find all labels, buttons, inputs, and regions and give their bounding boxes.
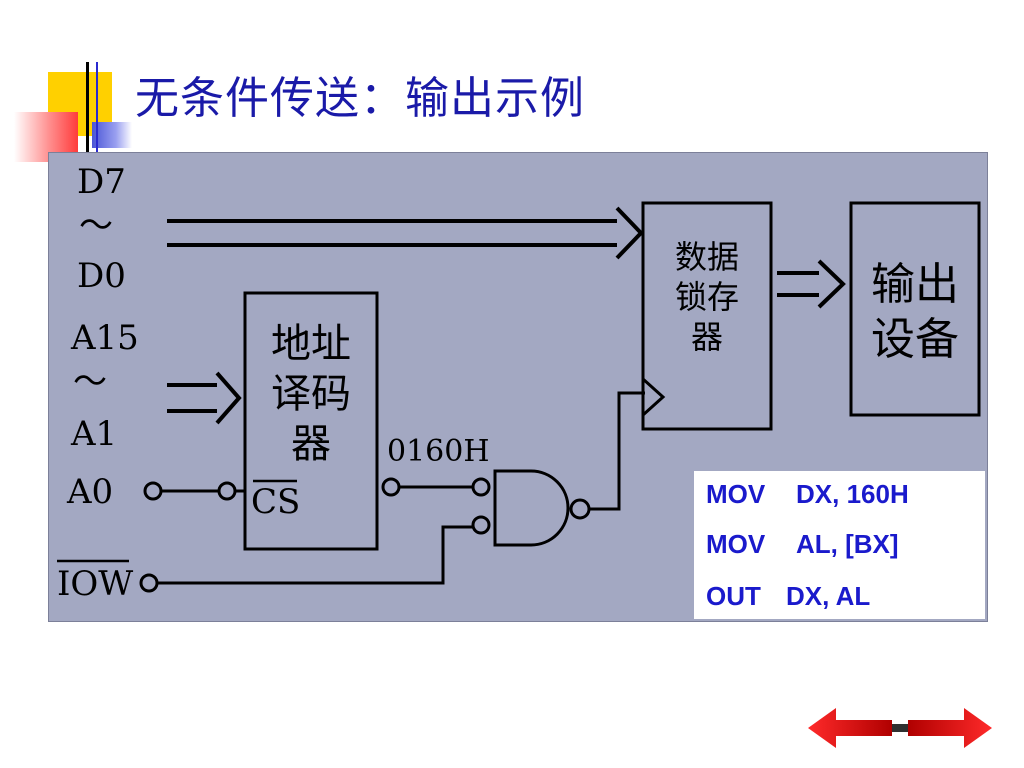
label-addr-tilde: ～ — [73, 362, 107, 402]
label-d7: D7 — [77, 162, 126, 202]
iow-terminal — [139, 573, 159, 593]
data-bus-arrow — [167, 206, 644, 260]
code-op-2: MOV — [706, 529, 766, 559]
circuit-wiring — [57, 201, 981, 593]
arrow-right-icon[interactable] — [908, 708, 992, 748]
code-args-2: AL, [BX] — [796, 529, 899, 559]
code-args-3: DX, AL — [786, 581, 871, 611]
nand-input-a — [471, 477, 491, 497]
label-a0: A0 — [67, 472, 114, 512]
label-a15: A15 — [71, 318, 139, 358]
arrow-left-icon[interactable] — [808, 708, 892, 748]
label-data-tilde: ～ — [79, 206, 113, 246]
decor-blue-square — [92, 122, 132, 148]
code-line-3: OUT DX, AL — [706, 581, 870, 612]
code-op-1: MOV — [706, 479, 766, 509]
label-d0: D0 — [77, 256, 126, 296]
code-line-2: MOV AL, [BX] — [706, 529, 899, 560]
a0-terminal — [143, 481, 163, 501]
decoder-box — [243, 291, 379, 551]
decor-vertical-line-blue — [96, 62, 98, 158]
label-cs: CS — [251, 482, 301, 522]
decoder-cs-output — [381, 477, 401, 497]
label-a1: A1 — [71, 414, 118, 454]
decoder-label: 地址 译码 器 — [271, 321, 351, 467]
code-line-1: MOV DX, 160H — [706, 479, 909, 510]
slide-title: 无条件传送：输出示例 — [135, 73, 585, 124]
code-box: MOV DX, 160H MOV AL, [BX] OUT DX, AL — [694, 471, 985, 619]
output-device-box — [849, 201, 981, 417]
nand-gate — [493, 469, 570, 547]
output-bus-arrow — [777, 259, 846, 309]
nand-input-b — [471, 515, 491, 535]
code-args-1: DX, 160H — [796, 479, 909, 509]
decor-vertical-line — [86, 62, 89, 158]
label-address-0160h: 0160H — [387, 434, 490, 469]
code-op-3: OUT — [706, 581, 761, 611]
address-bus-arrow — [167, 371, 242, 425]
nav-divider — [892, 724, 908, 732]
output-device-label: 输出 设备 — [871, 259, 959, 365]
latch-label: 数据 锁存 器 — [674, 238, 739, 356]
latch-clock-triangle — [641, 377, 666, 417]
slide-navigation — [808, 708, 992, 748]
nand-output-bubble — [569, 498, 591, 520]
decoder-a0-input — [217, 481, 237, 501]
latch-box — [641, 201, 773, 431]
label-iow: IOW — [57, 564, 134, 604]
